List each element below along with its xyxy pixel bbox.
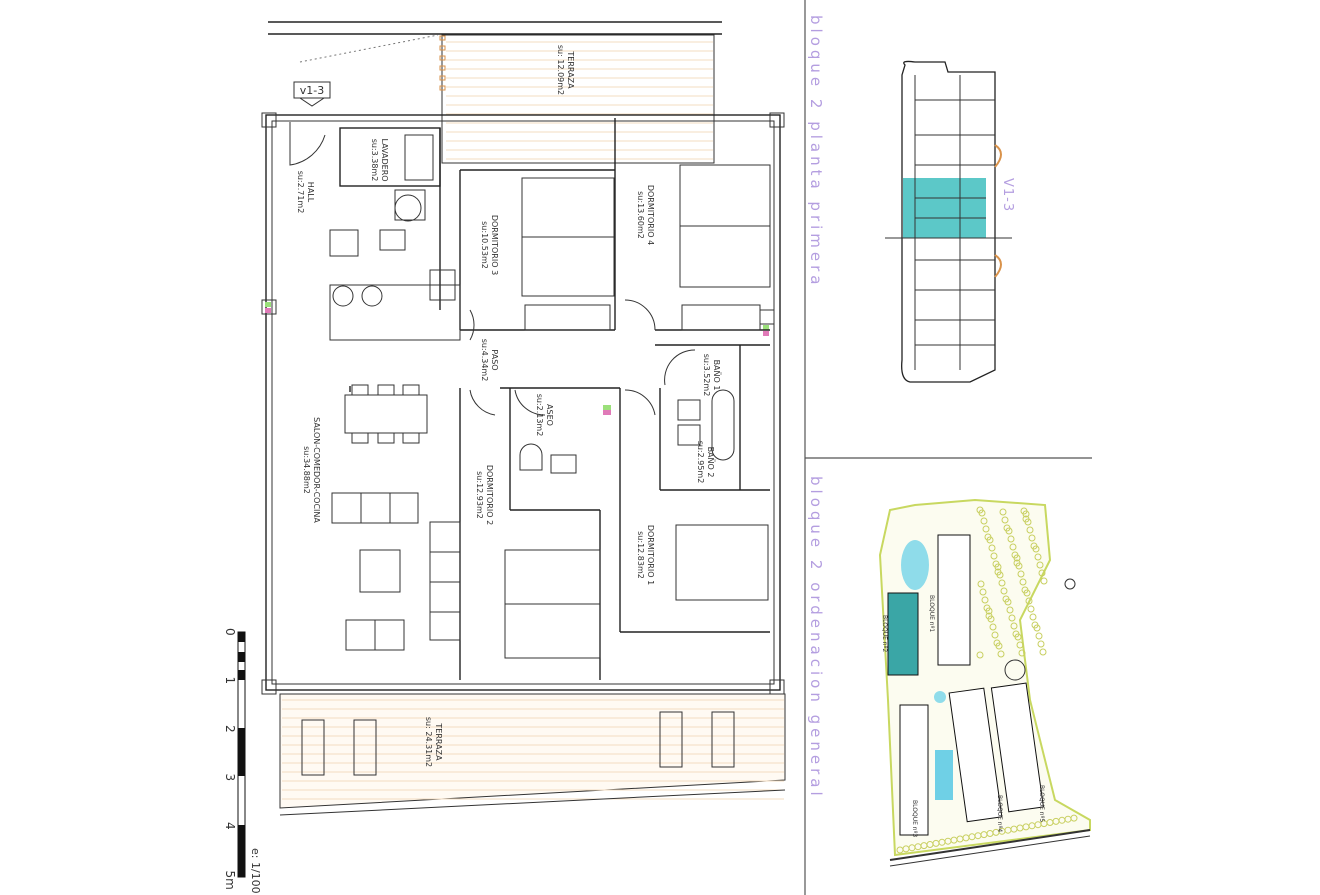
- outer-wall: [265, 114, 781, 691]
- site-plan-title: bloque 2 ordenacion general: [807, 476, 825, 800]
- room-area: su:3.52m2: [702, 354, 711, 397]
- room-name: HALL: [306, 182, 315, 203]
- lower-terrace: [279, 693, 786, 816]
- apartment-plan: v1-3: [261, 21, 786, 816]
- room-label: DORMITORIO 2su:12.93m2: [475, 465, 494, 525]
- room-area: su:12.83m2: [636, 531, 645, 579]
- key-plan-unit-label: V1-3: [1000, 178, 1015, 212]
- upper-terrace: [268, 21, 722, 164]
- room-area: su:13.60m2: [636, 191, 645, 239]
- room-name: DORMITORIO 4: [646, 185, 655, 245]
- room-label: DORMITORIO 1su:12.83m2: [636, 525, 655, 585]
- room-area: su:10.53m2: [480, 221, 489, 269]
- room-area: su: 12.09m2: [556, 45, 565, 95]
- block-3-label: BLOQUE nº3: [911, 800, 918, 837]
- scale-tick-label: 1: [223, 677, 237, 685]
- unit-tag: v1-3: [293, 81, 331, 107]
- room-area: su:34.88m2: [302, 446, 311, 494]
- block-4-label: BLOQUE nº4: [996, 795, 1003, 832]
- room-area: su:4.34m2: [480, 339, 489, 382]
- room-name: TERRAZA: [434, 722, 443, 761]
- block-2-label: BLOQUE nº2: [881, 615, 888, 652]
- block-2-highlight: [887, 592, 919, 676]
- room-area: su:12.93m2: [475, 471, 484, 519]
- scale-tick-label: 2: [223, 725, 237, 733]
- block-5-label: BLOQUE nº5: [1038, 785, 1045, 822]
- unit-highlight: [903, 178, 986, 238]
- room-name: DORMITORIO 3: [490, 215, 499, 275]
- site-plan: bloque 2 ordenacion general BLOQUE nº1 B…: [807, 476, 1091, 867]
- room-name: DORMITORIO 1: [646, 525, 655, 585]
- room-area: su:2.95m2: [696, 441, 705, 484]
- room-area: su:2.71m2: [296, 171, 305, 214]
- scale-tick-label: 0: [223, 628, 237, 636]
- scale-tick-label: 3: [223, 774, 237, 782]
- scale-tick-label: 5m: [223, 871, 237, 890]
- room-name: LAVADERO: [380, 138, 389, 181]
- room-label: BAÑO 1su:3.52m2: [702, 354, 722, 397]
- room-name: SALON-COMEDOR-COCINA: [312, 417, 321, 523]
- room-name: ASEO: [545, 404, 554, 426]
- room-name: BAÑO 1: [712, 360, 722, 391]
- unit-tag-label: v1-3: [300, 84, 324, 97]
- room-name: TERRAZA: [566, 50, 575, 89]
- block-1-label: BLOQUE nº1: [928, 595, 935, 632]
- room-area: su:2.13m2: [535, 394, 544, 437]
- key-plan: bloque 2 planta primera V1-3: [807, 15, 1015, 383]
- scale-bar: 0 1 2 3 4 5m e: 1/100: [223, 628, 262, 894]
- room-area: su: 24.31m2: [424, 717, 433, 767]
- room-name: BAÑO 2: [706, 447, 716, 478]
- room-area: su:3.38m2: [370, 139, 379, 182]
- room-label: BAÑO 2su:2.95m2: [696, 441, 716, 484]
- room-label: DORMITORIO 4su:13.60m2: [636, 185, 655, 245]
- room-label: DORMITORIO 3su:10.53m2: [480, 215, 499, 275]
- scale-tick-label: 4: [223, 822, 237, 830]
- room-name: DORMITORIO 2: [485, 465, 494, 525]
- scale-ratio: e: 1/100: [249, 848, 262, 894]
- room-name: PASO: [490, 349, 499, 370]
- key-plan-title: bloque 2 planta primera: [807, 15, 825, 289]
- entry-door: [289, 122, 326, 166]
